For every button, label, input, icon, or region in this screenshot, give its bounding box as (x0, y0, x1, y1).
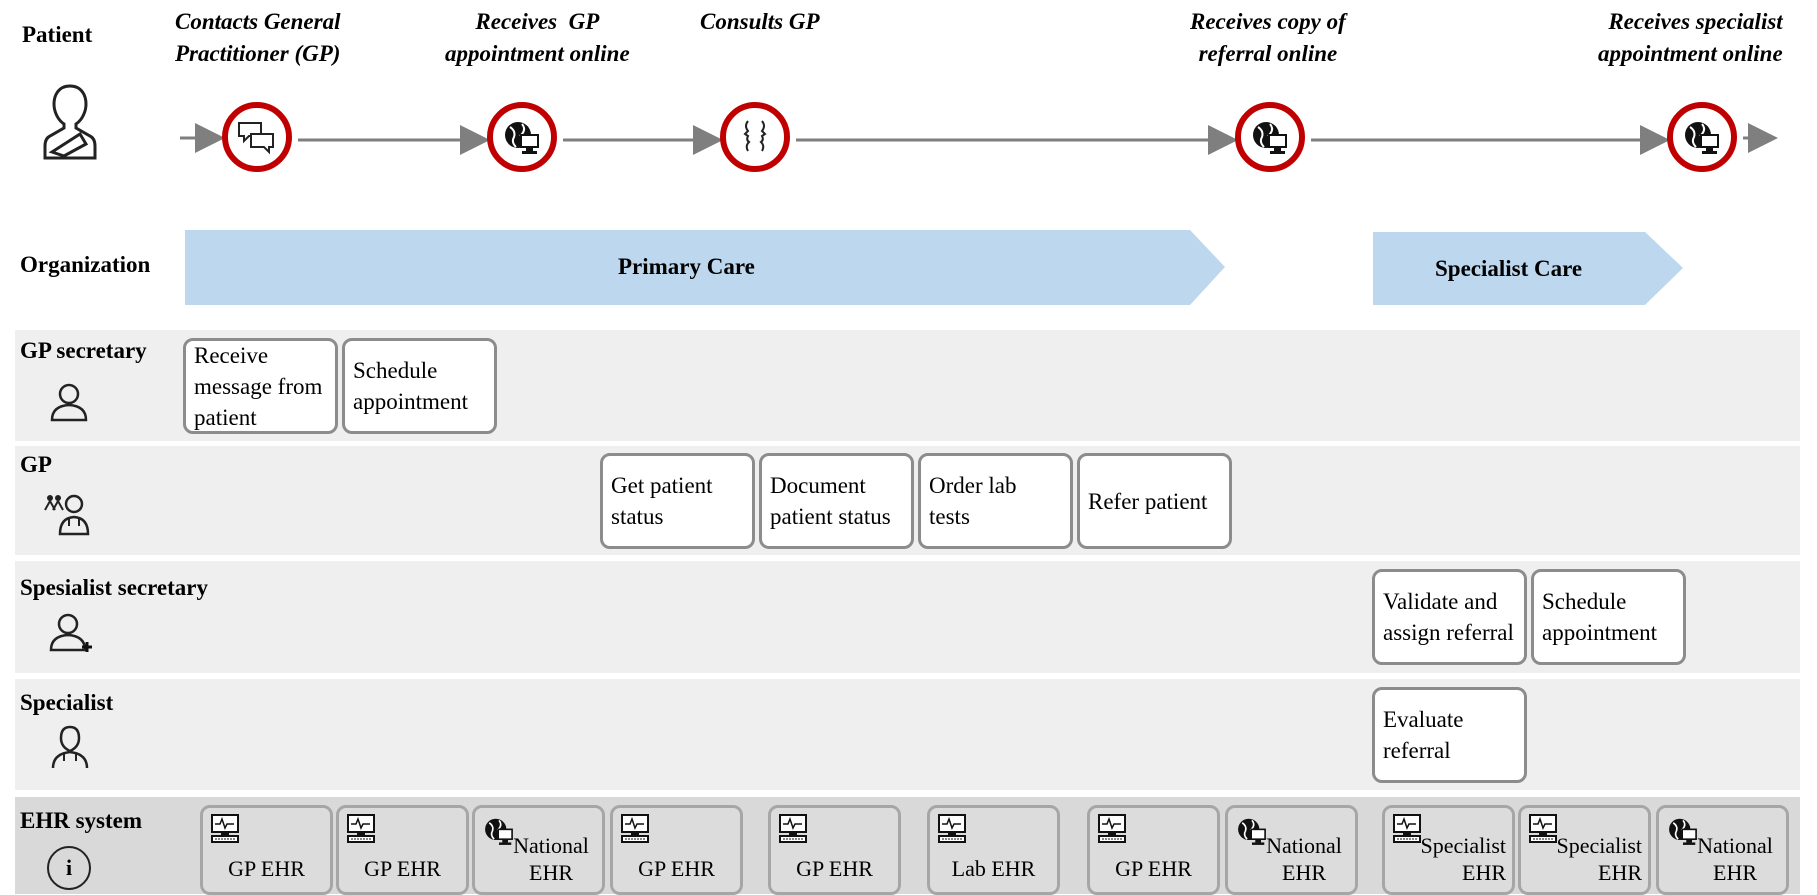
computer-icon (619, 813, 651, 851)
organization-primary-care: Primary Care (618, 254, 755, 279)
ehr-system-box: National EHR (1225, 805, 1358, 895)
event-label-consults: Consults GP (700, 6, 820, 38)
row-label-gp-secretary: GP secretary (20, 338, 147, 363)
event-label-specialist-appointment-line2: appointment online (1598, 41, 1783, 66)
ehr-system-box: GP EHR (1087, 805, 1220, 895)
globe-computer-icon (1234, 813, 1270, 855)
event-contact-chat-icon (222, 102, 292, 172)
organization-specialist-care: Specialist Care (1435, 256, 1583, 281)
computer-icon (345, 813, 377, 851)
ehr-system-name: Specialist EHR (1556, 833, 1642, 885)
lane-specialist (15, 679, 1800, 790)
computer-icon (209, 813, 241, 851)
task-order-lab-tests: Order lab tests (918, 453, 1073, 549)
ehr-system-box: GP EHR (610, 805, 743, 895)
event-consults-faces-icon (720, 102, 790, 172)
task-get-patient-status: Get patient status (600, 453, 755, 549)
row-label-specialist: Specialist (20, 690, 114, 715)
ehr-system-box: National EHR (472, 805, 605, 895)
event-label-receive-appointment-line2: appointment online (445, 41, 630, 66)
event-label-specialist-appointment: Receives specialist appointment online (1598, 6, 1783, 70)
ehr-system-box: GP EHR (768, 805, 901, 895)
task-validate-assign-referral: Validate and assign referral (1372, 569, 1527, 665)
gp-doctor-icon (42, 492, 92, 541)
patient-icon (40, 82, 100, 167)
event-label-receive-appointment: Receives GP appointment online (445, 6, 630, 70)
event-label-contact-line2: Practitioner (GP) (175, 41, 341, 66)
info-icon: i (47, 846, 91, 890)
ehr-system-name: GP EHR (1115, 856, 1192, 881)
row-label-gp: GP (20, 452, 52, 477)
task-document-patient-status: Document patient status (759, 453, 914, 549)
task-refer-patient: Refer patient (1077, 453, 1232, 549)
banner-primary-care (185, 230, 1225, 305)
event-label-consults-line1: Consults GP (700, 9, 820, 34)
ehr-system-box: National EHR (1656, 805, 1789, 895)
computer-icon (1527, 813, 1559, 851)
specialist-secretary-person-add-icon (48, 610, 96, 659)
event-referral-copy-globe-computer-icon (1235, 102, 1305, 172)
task-evaluate-referral: Evaluate referral (1372, 687, 1527, 783)
ehr-system-name: Lab EHR (951, 856, 1036, 881)
ehr-system-name: GP EHR (638, 856, 715, 881)
event-label-receive-appointment-line1: Receives GP (475, 9, 600, 34)
task-receive-message: Receive message from patient (183, 338, 338, 434)
event-specialist-appointment-globe-computer-icon (1667, 102, 1737, 172)
banner-specialist-care (1373, 232, 1683, 305)
ehr-system-name: National EHR (1266, 833, 1342, 885)
globe-computer-icon (481, 813, 517, 855)
event-label-referral-copy-line2: referral online (1198, 41, 1338, 66)
event-label-specialist-appointment-line1: Receives specialist (1608, 9, 1783, 34)
task-schedule-appointment-specialist: Schedule appointment (1531, 569, 1686, 665)
ehr-system-box: Specialist EHR (1518, 805, 1651, 895)
patient-timeline (180, 123, 1778, 155)
specialist-doctor-icon (50, 724, 90, 775)
computer-icon (1391, 813, 1423, 851)
ehr-system-box: GP EHR (336, 805, 469, 895)
ehr-system-name: GP EHR (796, 856, 873, 881)
computer-icon (1096, 813, 1128, 851)
event-label-referral-copy-line1: Receives copy of (1190, 9, 1346, 34)
ehr-system-box: GP EHR (200, 805, 333, 895)
ehr-system-box: Specialist EHR (1382, 805, 1515, 895)
event-receive-appointment-globe-computer-icon (487, 102, 557, 172)
organization-banners (185, 230, 1683, 305)
ehr-system-box: Lab EHR (927, 805, 1060, 895)
row-label-specialist-secretary: Spesialist secretary (20, 575, 209, 600)
gp-secretary-person-icon (48, 380, 90, 427)
row-label-patient: Patient (22, 22, 93, 47)
ehr-system-name: Specialist EHR (1420, 833, 1506, 885)
row-label-ehr-system: EHR system (20, 808, 143, 833)
computer-icon (936, 813, 968, 851)
task-schedule-appointment-gp: Schedule appointment (342, 338, 497, 434)
row-label-organization: Organization (20, 252, 151, 277)
event-label-referral-copy: Receives copy of referral online (1190, 6, 1346, 70)
globe-computer-icon (1665, 813, 1701, 855)
ehr-system-name: GP EHR (228, 856, 305, 881)
event-label-contact: Contacts General Practitioner (GP) (175, 6, 340, 70)
ehr-system-name: National EHR (1697, 833, 1773, 885)
ehr-system-name: National EHR (513, 833, 589, 885)
ehr-system-name: GP EHR (364, 856, 441, 881)
event-label-contact-line1: Contacts General (175, 9, 341, 34)
computer-icon (777, 813, 809, 851)
